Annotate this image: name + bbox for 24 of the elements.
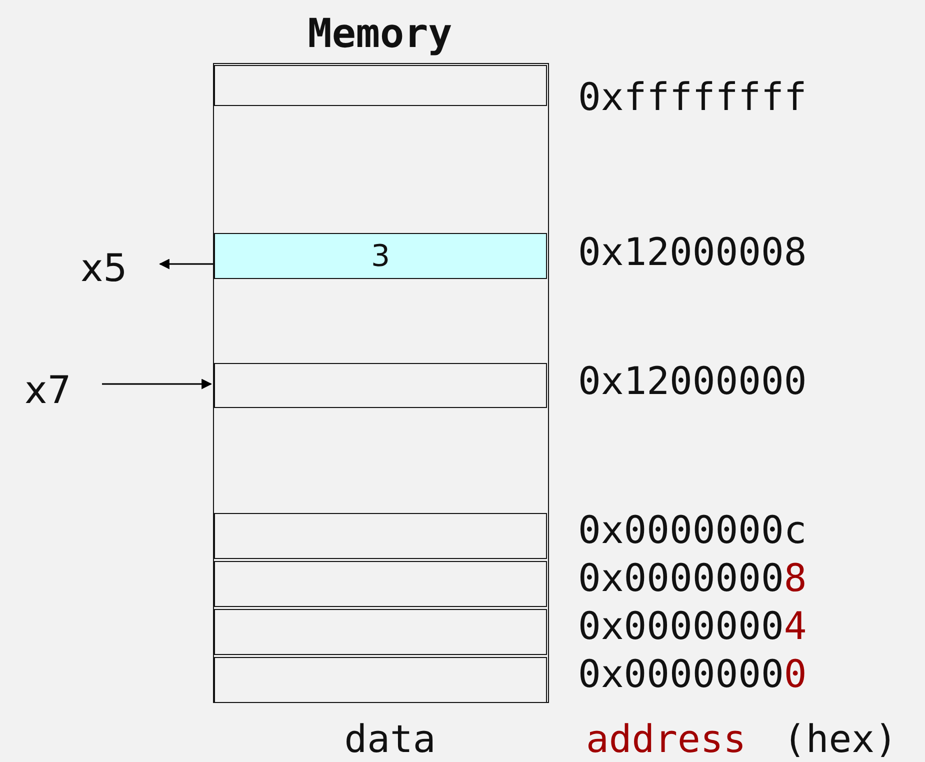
arrow — [102, 378, 212, 390]
memory-column — [213, 63, 549, 703]
register-label: x7 — [16, 370, 80, 410]
address-label: 0x00000004 — [578, 607, 807, 645]
address-label: 0x12000000 — [578, 362, 807, 400]
memory-cell — [214, 513, 547, 559]
arrow — [158, 258, 215, 270]
address-label: 0x00000000 — [578, 655, 807, 693]
axis-label: address — [586, 720, 746, 758]
memory-cell — [214, 233, 547, 279]
address-label: 0x12000008 — [578, 233, 807, 271]
memory-cell — [214, 561, 547, 607]
address-label: 0xffffffff — [578, 78, 807, 116]
memory-cell — [214, 65, 547, 106]
memory-cell — [214, 363, 547, 408]
address-label: 0x00000008 — [578, 559, 807, 597]
title-text: Memory — [306, 14, 454, 54]
memory-cell — [214, 609, 547, 655]
address-label: 0x0000000c — [578, 511, 807, 549]
column-caption: data — [343, 720, 437, 758]
axis-label: (hex) — [783, 720, 898, 758]
memory-cell — [214, 657, 547, 703]
cell-value: 3 — [370, 238, 390, 274]
register-label: x5 — [72, 248, 136, 288]
